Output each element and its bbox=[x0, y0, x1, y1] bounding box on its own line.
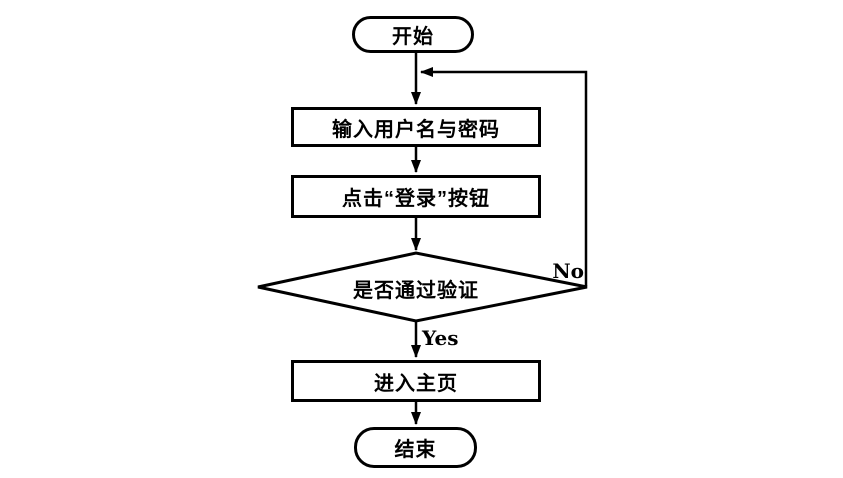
start-node-label: 开始 bbox=[392, 26, 434, 48]
process-input-credentials-label: 输入用户名与密码 bbox=[332, 118, 500, 141]
start-node: 开始 bbox=[352, 16, 474, 53]
edge-label-yes: Yes bbox=[422, 326, 459, 350]
process-enter-homepage-node: 进入主页 bbox=[291, 360, 541, 402]
process-input-credentials-node: 输入用户名与密码 bbox=[291, 107, 541, 147]
end-node-label: 结束 bbox=[394, 439, 437, 461]
end-node: 结束 bbox=[354, 427, 477, 468]
decision-node-label: 是否通过验证 bbox=[353, 280, 479, 302]
edge-label-no: No bbox=[552, 259, 584, 283]
decision-diamond-shape bbox=[257, 251, 588, 323]
process-click-login-label: 点击“登录”按钮 bbox=[342, 188, 490, 210]
edge-no-loop bbox=[420, 67, 588, 286]
process-enter-homepage-label: 进入主页 bbox=[374, 372, 458, 395]
process-click-login-node: 点击“登录”按钮 bbox=[291, 175, 541, 218]
